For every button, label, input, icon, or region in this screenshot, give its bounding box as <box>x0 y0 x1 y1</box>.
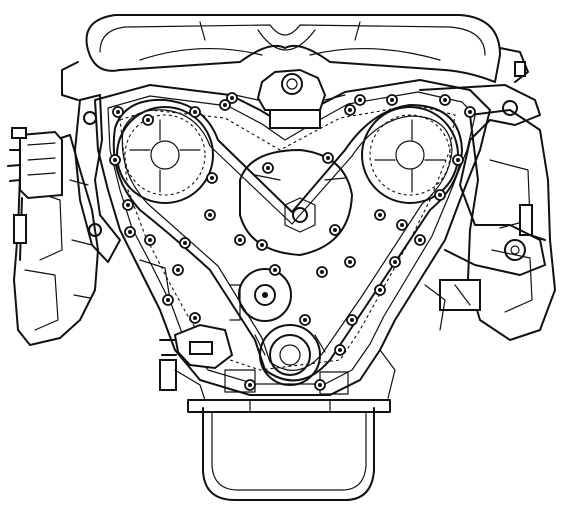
bolt-center <box>443 98 447 102</box>
bolt-center <box>183 241 187 245</box>
bolt-center <box>113 158 117 162</box>
bolt-center <box>390 98 394 102</box>
bolt-center <box>146 118 150 122</box>
bolt-center <box>400 223 404 227</box>
bolt-center <box>266 166 270 170</box>
bolt-center <box>378 213 382 217</box>
bolt-center <box>456 158 460 162</box>
bolt-center <box>208 213 212 217</box>
bolt-center <box>148 238 152 242</box>
ignition-coil-pack <box>7 127 63 261</box>
belt-tensioner <box>159 323 234 391</box>
right-exhaust-manifold <box>439 109 556 341</box>
bolt-center <box>176 268 180 272</box>
bolt-center <box>238 238 242 242</box>
bolt-center <box>358 98 362 102</box>
bolt-center <box>128 230 132 234</box>
bolt-center <box>248 383 252 387</box>
thermostat-housing <box>234 68 346 129</box>
bolt-center <box>260 243 264 247</box>
bolt-center <box>333 228 337 232</box>
bolt-center <box>223 103 227 107</box>
bolt-center <box>468 110 472 114</box>
bolt-center <box>320 270 324 274</box>
bolt-center <box>348 260 352 264</box>
bolt-center <box>166 298 170 302</box>
left-engine-mount-bracket <box>74 94 121 263</box>
bolt-center <box>210 176 214 180</box>
right-engine-mount-bracket <box>419 84 546 276</box>
bolt-center <box>273 268 277 272</box>
bolt-center <box>126 203 130 207</box>
cover-bolts <box>109 92 476 391</box>
bolt-center <box>338 348 342 352</box>
bolt-center <box>418 238 422 242</box>
oil-pan <box>187 399 391 501</box>
bolt-center <box>326 156 330 160</box>
bolt-center <box>303 318 307 322</box>
idler-pulley <box>229 268 292 322</box>
right-camshaft-sprocket <box>361 106 459 204</box>
bolt-center <box>230 96 234 100</box>
bolt-center <box>318 383 322 387</box>
water-pump <box>239 149 353 256</box>
bolt-center <box>393 260 397 264</box>
intake-manifold <box>61 14 529 101</box>
bolt-center <box>348 108 352 112</box>
left-camshaft-sprocket <box>116 106 214 204</box>
bolt-center <box>116 110 120 114</box>
timing-belt <box>112 98 463 382</box>
bolt-center <box>378 288 382 292</box>
bolt-center <box>350 318 354 322</box>
bolt-center <box>193 110 197 114</box>
bolt-center <box>193 316 197 320</box>
crankshaft-sprocket <box>254 324 326 386</box>
bolt-center <box>438 193 442 197</box>
